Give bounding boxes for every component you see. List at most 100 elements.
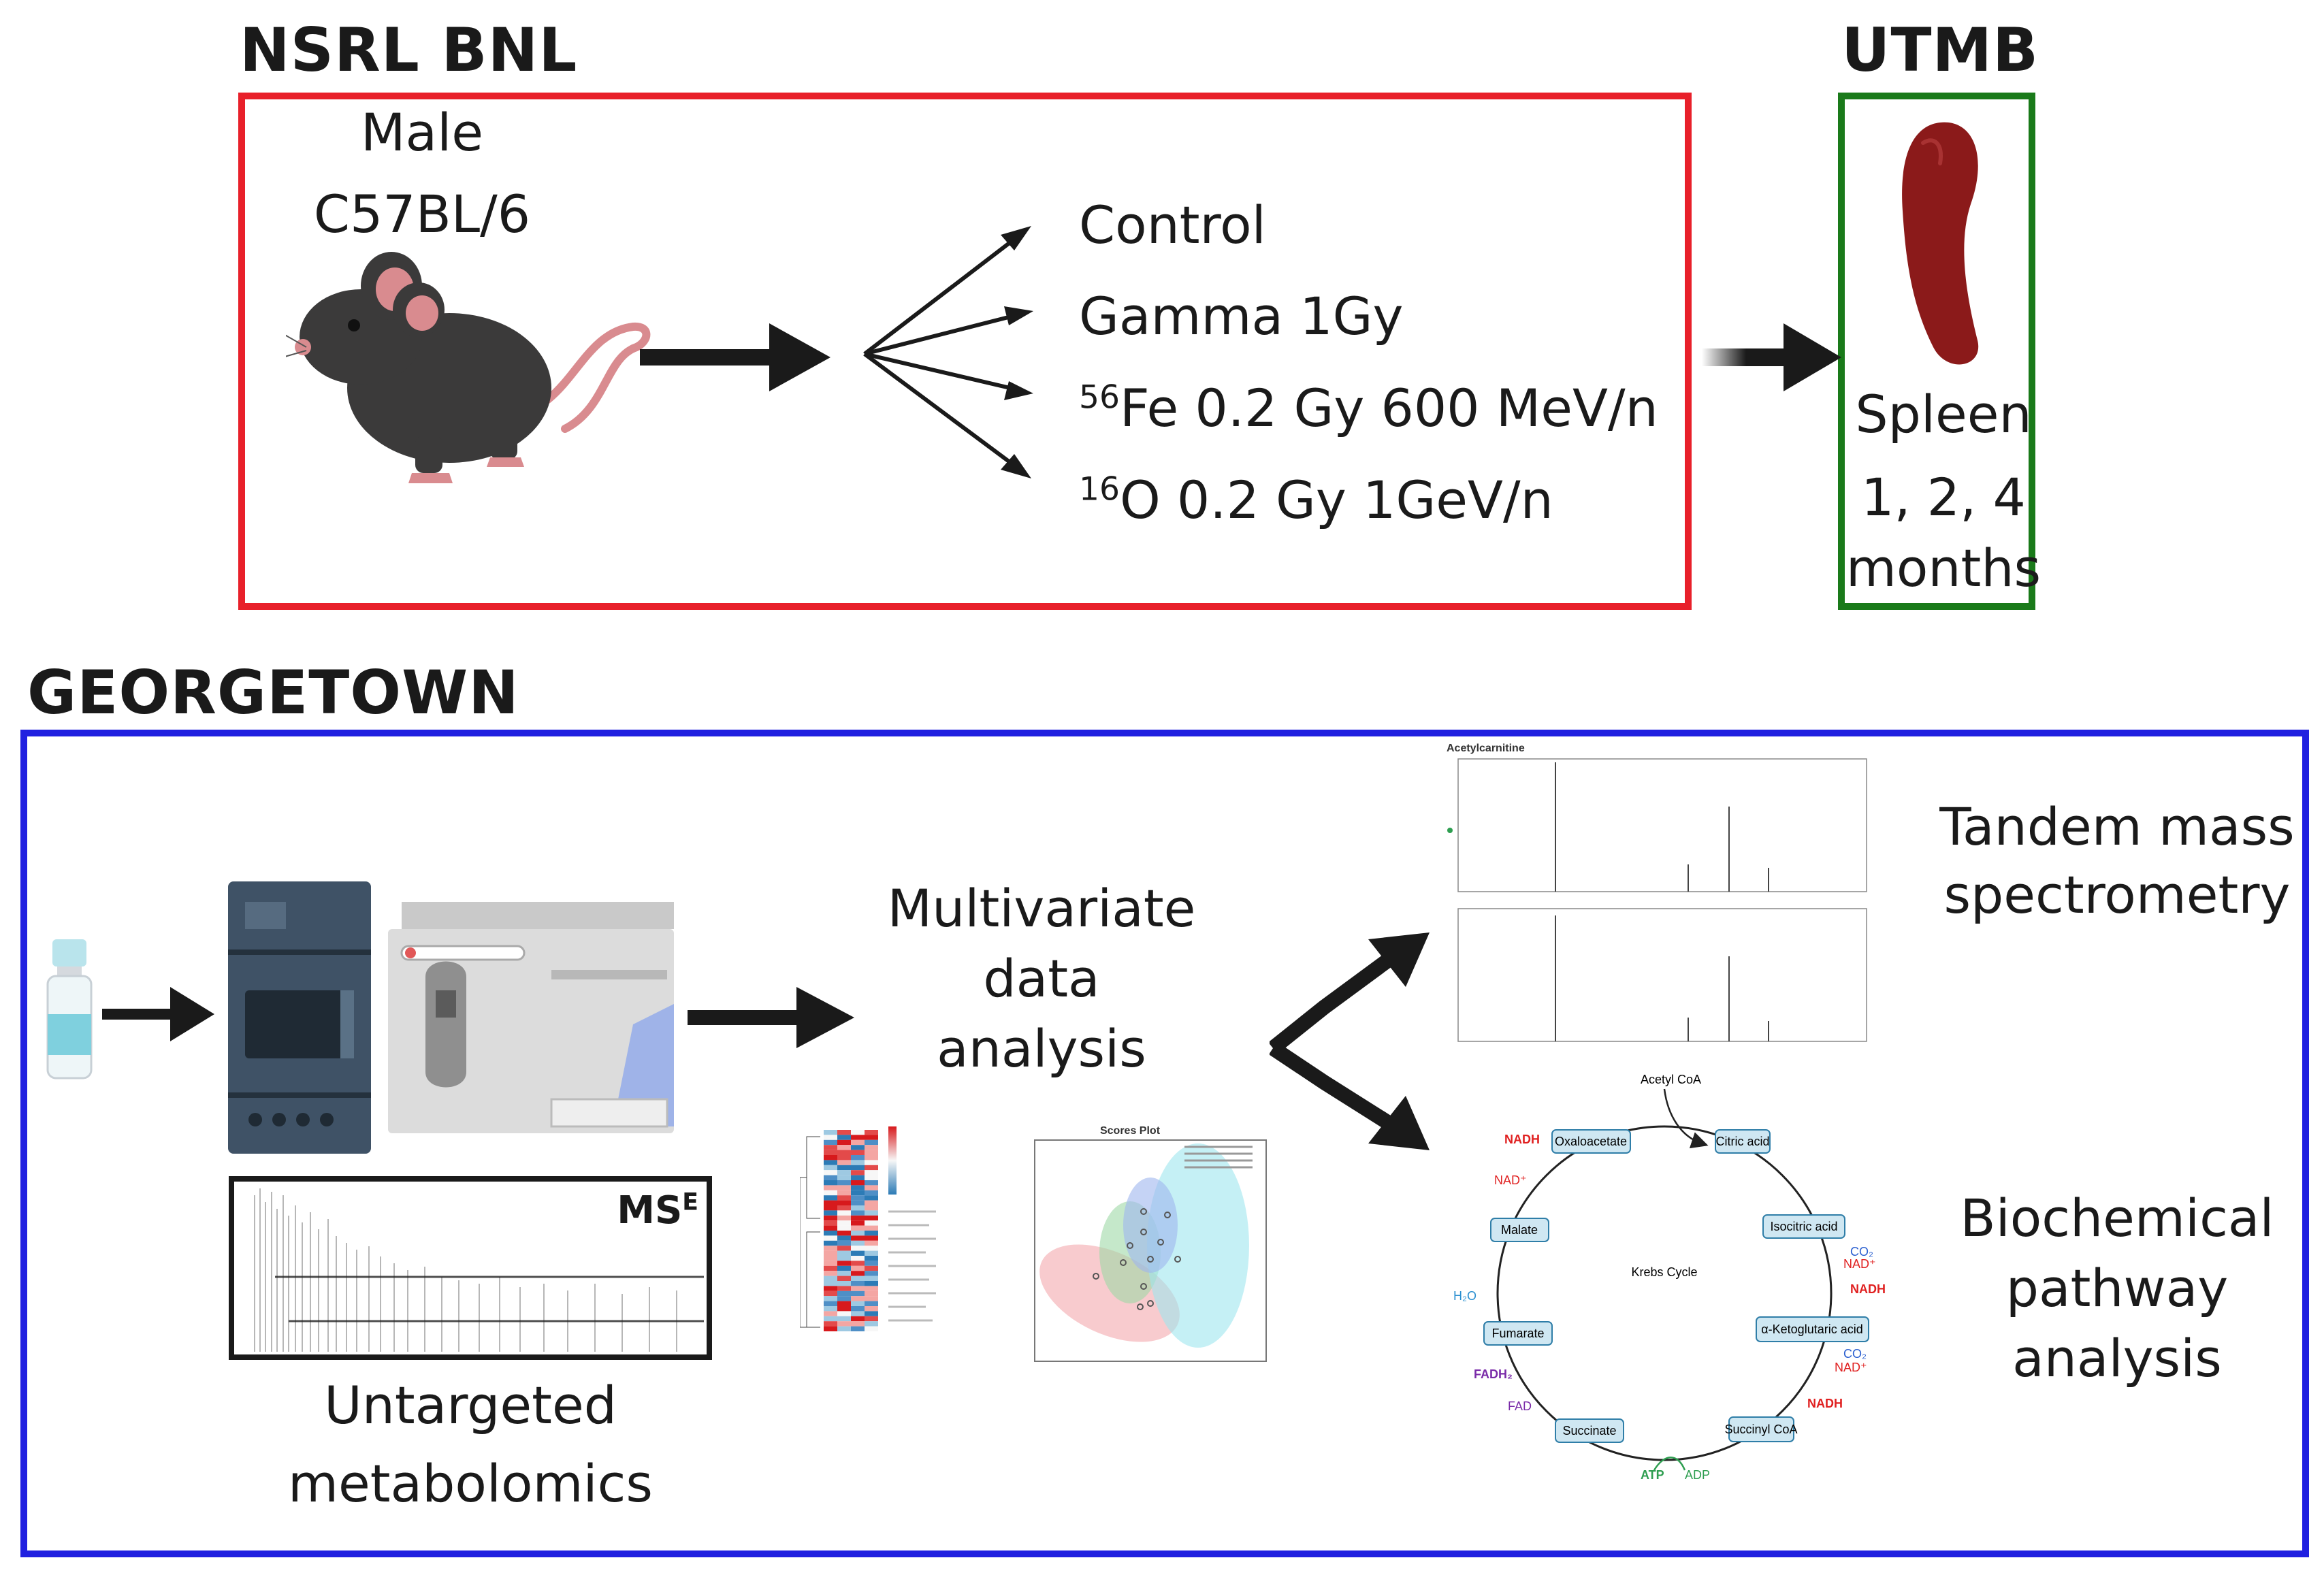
heatmap-cell [851, 1215, 865, 1221]
heatmap-cell [837, 1190, 851, 1196]
heatmap-cell [865, 1180, 878, 1186]
heatmap-cell [824, 1246, 837, 1251]
heatmap-cell [824, 1155, 837, 1160]
heatmap-cell [837, 1220, 851, 1226]
heatmap-cell [837, 1185, 851, 1190]
heatmap-cell [824, 1145, 837, 1150]
heatmap-cell [851, 1130, 865, 1135]
tandem-line2: spectrometry [1943, 864, 2291, 925]
heatmap-cell [851, 1246, 865, 1251]
heatmap-cell [865, 1261, 878, 1266]
heatmap-cell [865, 1250, 878, 1256]
krebs-nad-2: NAD⁺ [1843, 1257, 1876, 1271]
heatmap-cell [865, 1311, 878, 1316]
spectrum-title: Acetylcarnitine [1447, 743, 1525, 754]
heatmap-cell [824, 1301, 837, 1306]
heatmap-cell [837, 1306, 851, 1312]
multivariate-line2: data [983, 948, 1100, 1009]
nsrl-heading: NSRL BNL [240, 15, 578, 85]
heatmap-cell [837, 1235, 851, 1241]
heatmap-cell [837, 1210, 851, 1216]
heatmap-thumbnail [800, 1126, 936, 1331]
heatmap-cell [824, 1231, 837, 1236]
heatmap-cell [837, 1200, 851, 1205]
heatmap-cell [851, 1150, 865, 1155]
heatmap-cell [865, 1200, 878, 1205]
heatmap-cell [837, 1180, 851, 1186]
lc-instrument [228, 881, 371, 1154]
scores-plot-thumbnail: Scores Plot [1034, 1125, 1267, 1362]
krebs-node-isocitric-acid-label: Isocitric acid [1770, 1220, 1837, 1233]
heatmap-cell [851, 1296, 865, 1301]
heatmap-cell [837, 1301, 851, 1306]
krebs-title: Krebs Cycle [1631, 1265, 1697, 1279]
heatmap-cell [865, 1301, 878, 1306]
utmb-box [1838, 93, 2035, 610]
heatmap-cell [837, 1256, 851, 1261]
heatmap-cell [851, 1170, 865, 1175]
heatmap-cell [865, 1225, 878, 1231]
heatmap-cell [851, 1290, 865, 1297]
heatmap-cell [824, 1139, 837, 1146]
heatmap-cell [851, 1231, 865, 1236]
heatmap-cell [865, 1240, 878, 1246]
heatmap-cell [865, 1210, 878, 1216]
heatmap-cell [865, 1326, 878, 1331]
heatmap-cell [851, 1316, 865, 1322]
heatmap-cell [824, 1215, 837, 1221]
utmb-heading: UTMB [1841, 15, 2039, 85]
heatmap-cell [837, 1316, 851, 1322]
krebs-h2o: H₂O [1453, 1289, 1476, 1303]
heatmap-cell [837, 1321, 851, 1327]
heatmap-cell [824, 1316, 837, 1322]
biochem-line2: pathway [2005, 1258, 2229, 1318]
multivariate-line1: Multivariate [887, 878, 1196, 939]
heatmap-cell [865, 1246, 878, 1251]
heatmap-cell [865, 1276, 878, 1281]
oxygen-isotope-superscript: 16 [1079, 470, 1120, 508]
krebs-nad-1: NAD⁺ [1494, 1173, 1527, 1187]
krebs-node-succinate: Succinate [1555, 1418, 1624, 1443]
heatmap-cell [837, 1246, 851, 1251]
sample-vial-icon [46, 939, 93, 1079]
heatmap-cell [851, 1145, 865, 1150]
krebs-co2-2: CO₂ [1843, 1347, 1867, 1361]
heatmap-cell [851, 1281, 865, 1286]
heatmap-cell [865, 1190, 878, 1196]
heatmap-cell [851, 1235, 865, 1241]
heatmap-cell [851, 1155, 865, 1160]
heatmap-cell [837, 1195, 851, 1201]
heatmap-cell [824, 1225, 837, 1231]
heatmap-cell [824, 1160, 837, 1165]
heatmap-cell [837, 1250, 851, 1256]
georgetown-heading: GEORGETOWN [27, 657, 519, 728]
timepoints-line2: months [1845, 538, 2041, 598]
heatmap-cell [865, 1271, 878, 1276]
heatmap-cell [837, 1286, 851, 1291]
treatment-gamma: Gamma 1Gy [1079, 286, 1404, 346]
heatmap-cell [851, 1321, 865, 1327]
heatmap-cell [865, 1145, 878, 1150]
oxygen-treatment-text: O 0.2 Gy 1GeV/n [1119, 470, 1553, 530]
heatmap-cell [851, 1195, 865, 1201]
heatmap-cell [824, 1220, 837, 1226]
heatmap-cell [865, 1231, 878, 1236]
iron-isotope-superscript: 56 [1079, 378, 1120, 417]
heatmap-cell [837, 1225, 851, 1231]
krebs-fadh2: FADH₂ [1474, 1367, 1513, 1381]
heatmap-cell [837, 1271, 851, 1276]
krebs-nadh-3: NADH [1807, 1397, 1843, 1410]
heatmap-cell [824, 1240, 837, 1246]
heatmap-cell [837, 1240, 851, 1246]
heatmap-cell [837, 1326, 851, 1331]
heatmap-cell [851, 1265, 865, 1271]
heatmap-cell [865, 1135, 878, 1140]
heatmap-cell [865, 1170, 878, 1175]
krebs-node-succinate-label: Succinate [1562, 1424, 1616, 1438]
heatmap-cell [865, 1139, 878, 1146]
heatmap-cell [824, 1135, 837, 1140]
arrow-to-utmb [1702, 323, 1841, 391]
heatmap-cell [851, 1276, 865, 1281]
georgetown-box [20, 730, 2309, 1557]
heatmap-cell [865, 1306, 878, 1312]
